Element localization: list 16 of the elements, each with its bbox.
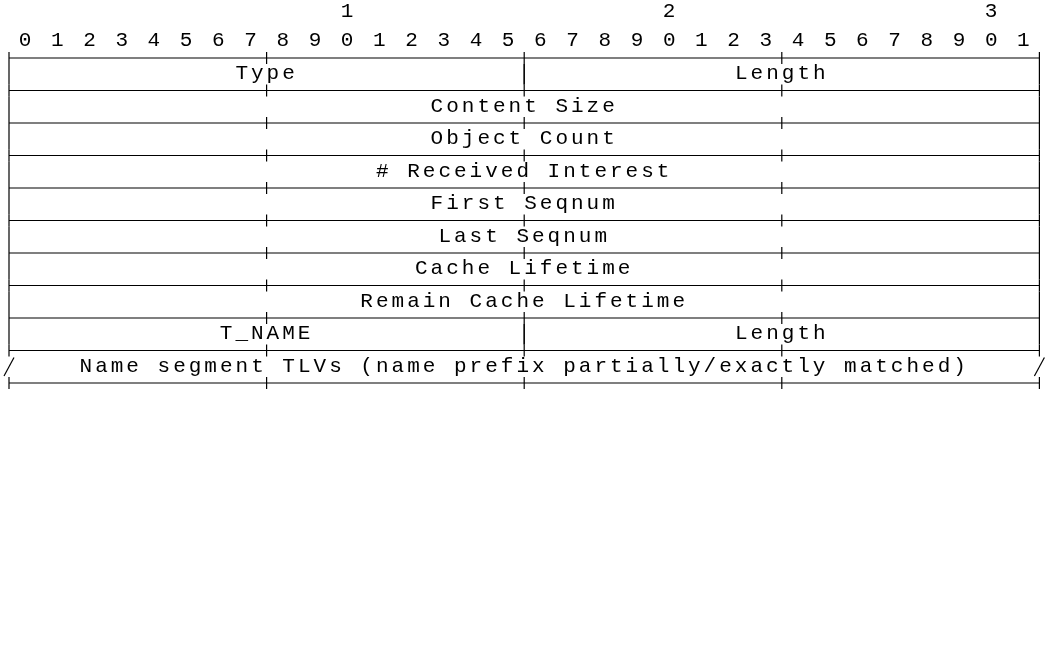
field-label: # Received Interest — [375, 159, 673, 184]
field-label: Object Count — [430, 127, 618, 152]
field-label: First Seqnum — [430, 192, 618, 217]
field-label: Type — [235, 62, 298, 87]
bit-ruler: 0 1 2 3 4 5 6 7 8 9 0 1 2 3 4 5 6 7 8 9 0 1 2 3 4 5 6 7 8 9 0 1 — [18, 29, 1034, 53]
bit-tens-digit: 3 — [984, 0, 998, 24]
field-label: Last Seqnum — [438, 224, 610, 249]
field-label: Content Size — [430, 94, 618, 119]
field-label: Length — [734, 322, 829, 347]
field-label: Length — [734, 62, 829, 87]
bit-tens-digit: 1 — [340, 0, 354, 24]
field-label: Cache Lifetime — [414, 257, 634, 282]
field-label: Name segment TLVs (name prefix partially/exactly matched) — [79, 354, 969, 379]
field-label: Remain Cache Lifetime — [360, 289, 688, 314]
field-label: T_NAME — [219, 322, 314, 347]
bit-tens-digit: 2 — [662, 0, 676, 24]
